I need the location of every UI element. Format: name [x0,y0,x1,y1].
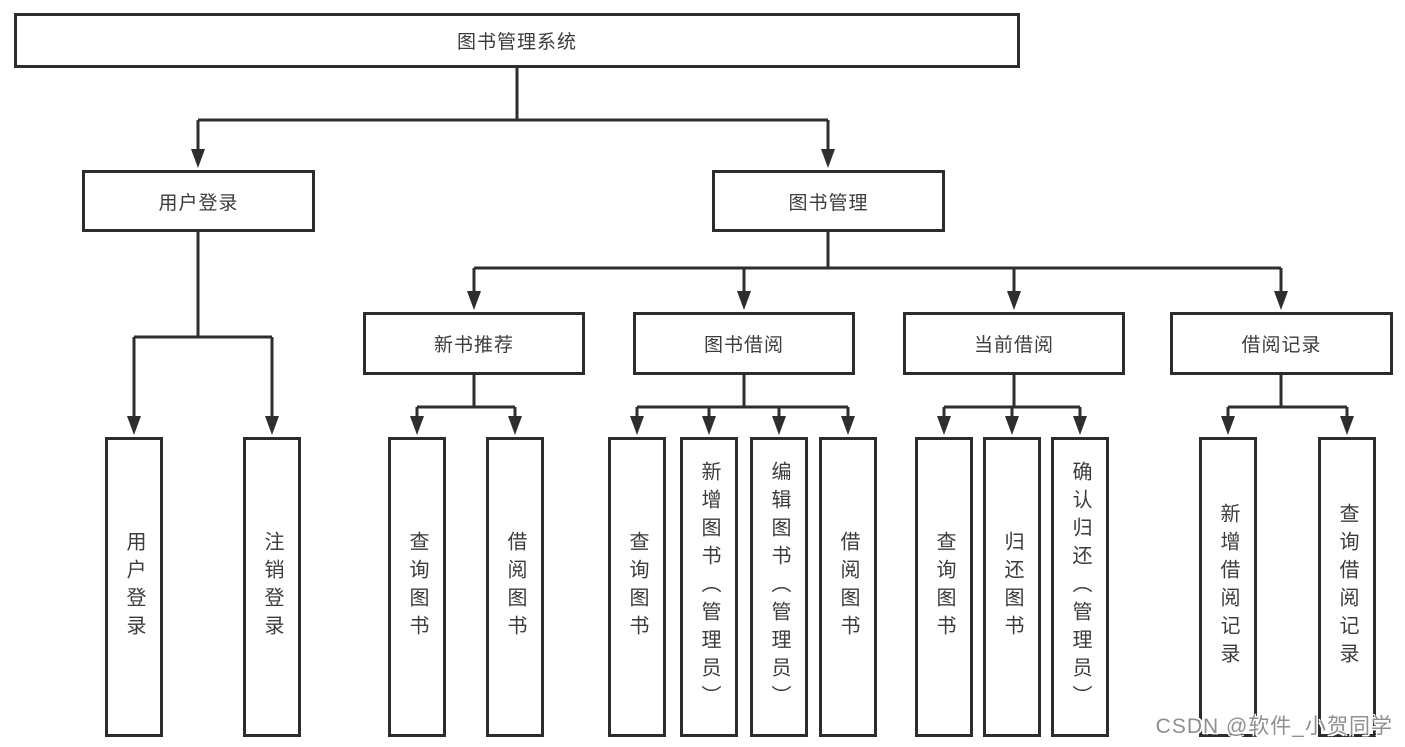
leaf-query-borrow-record: 查询借阅记录 [1318,437,1376,737]
node-borrow-records: 借阅记录 [1170,312,1393,375]
node-label: 用户登录 [123,531,145,643]
leaf-return-books: 归还图书 [983,437,1041,737]
node-label: 查询图书 [406,531,428,643]
node-new-book-recommend: 新书推荐 [363,312,585,375]
connector-book-mgmt-group [472,232,1283,293]
node-label: 查询借阅记录 [1336,503,1358,671]
arrowheads-level4 [127,416,1354,435]
leaf-add-borrow-record: 新增借阅记录 [1199,437,1257,737]
node-label: 新增图书（管理员） [698,461,720,713]
node-label: 查询图书 [933,531,955,643]
csdn-watermark: CSDN @软件_小贺同学 [1155,715,1393,738]
node-label: 确认归还（管理员） [1069,461,1091,713]
node-label: 图书借阅 [703,335,784,356]
leaf-query-books-borrow: 查询图书 [608,437,666,737]
node-label: 借阅图书 [837,531,859,643]
connector-current-borrow-group [942,375,1082,418]
arrowheads-level3 [467,291,1288,310]
leaf-borrow-books-recommend: 借阅图书 [486,437,544,737]
node-book-borrow: 图书借阅 [633,312,855,375]
node-label: 图书管理 [788,192,869,214]
node-label: 编辑图书（管理员） [768,461,790,713]
node-label: 当前借阅 [973,335,1054,356]
leaf-query-books-current: 查询图书 [915,437,973,737]
leaf-logout: 注销登录 [243,437,301,737]
connector-book-borrow-group [635,375,850,418]
node-label: 查询图书 [626,531,648,643]
connector-user-login-group [132,232,274,418]
leaf-query-books-recommend: 查询图书 [388,437,446,737]
node-label: 新增借阅记录 [1217,503,1239,671]
leaf-confirm-return-admin: 确认归还（管理员） [1051,437,1109,737]
connector-new-book-group [415,375,517,418]
leaf-add-books-admin: 新增图书（管理员） [680,437,738,737]
node-label: 图书管理系统 [456,32,577,53]
node-label: 归还图书 [1001,531,1023,643]
node-label: 借阅记录 [1241,335,1322,356]
node-label: 新书推荐 [433,335,514,356]
leaf-user-login: 用户登录 [105,437,163,737]
arrowheads-level2 [191,149,835,168]
node-label: 借阅图书 [504,531,526,643]
node-book-management: 图书管理 [712,170,945,232]
node-user-login: 用户登录 [82,170,315,232]
node-root-system: 图书管理系统 [14,13,1020,68]
leaf-edit-books-admin: 编辑图书（管理员） [750,437,808,737]
node-label: 注销登录 [261,531,283,643]
leaf-borrow-books: 借阅图书 [819,437,877,737]
node-label: 用户登录 [158,192,239,214]
connector-root-to-level2 [196,68,830,151]
connector-borrow-records-group [1226,375,1349,418]
node-current-borrow: 当前借阅 [903,312,1125,375]
